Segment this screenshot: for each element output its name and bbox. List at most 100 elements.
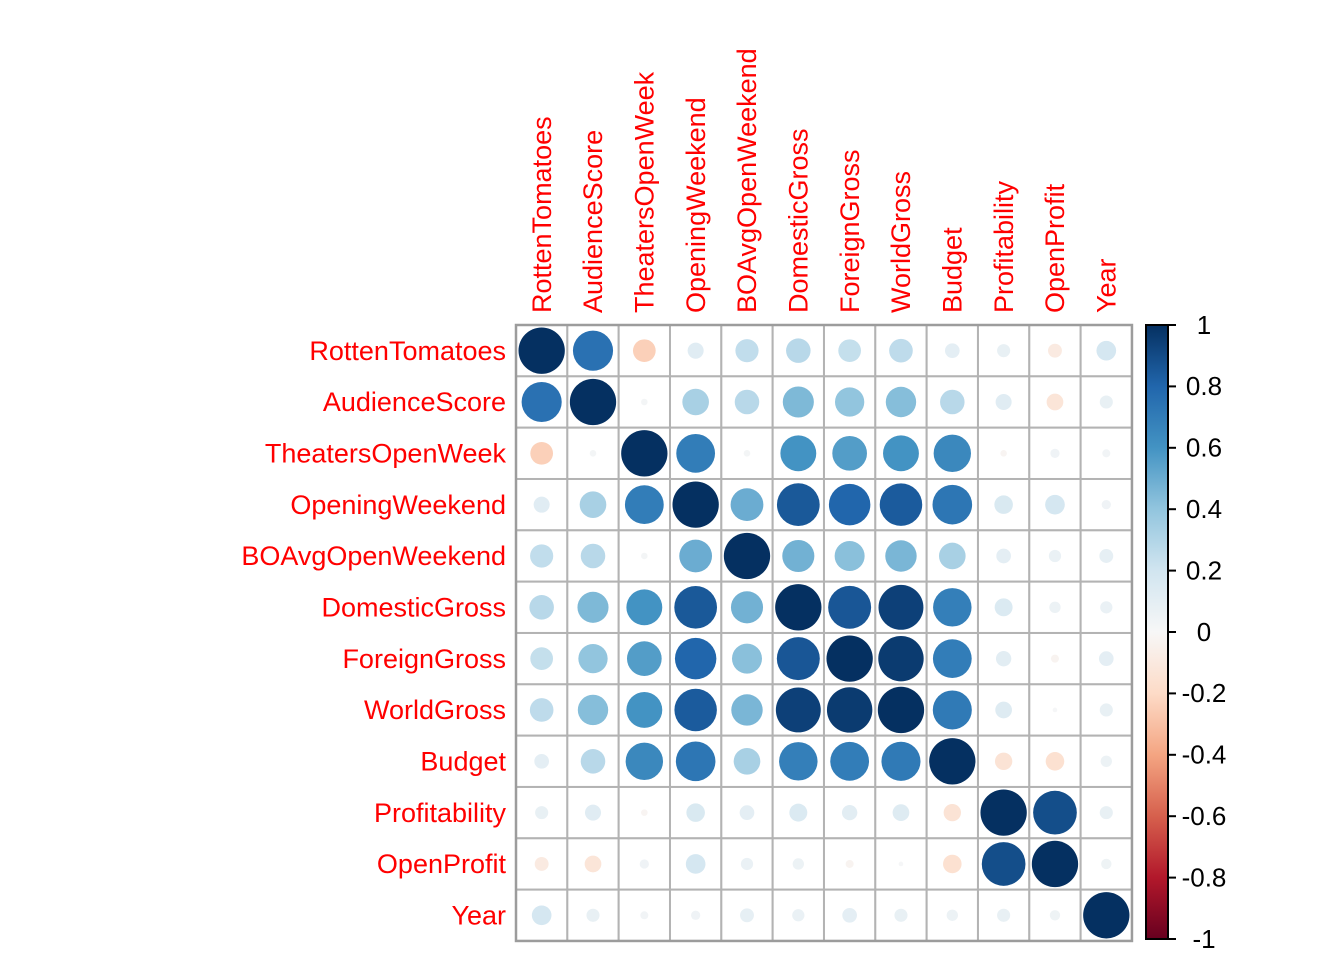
corr-circle (929, 738, 976, 785)
corr-circle (533, 496, 550, 513)
corr-circle (932, 690, 972, 730)
corr-circle (878, 584, 924, 630)
row-label-foreigngross: ForeignGross (342, 644, 506, 674)
col-label-boavgopenweekend: BOAvgOpenWeekend (732, 48, 762, 313)
corr-circle (1100, 755, 1112, 767)
corr-circle (625, 742, 664, 780)
corr-circle (674, 688, 717, 732)
col-label-domesticgross: DomesticGross (784, 128, 814, 313)
row-label-domesticgross: DomesticGross (321, 593, 506, 623)
corr-circle (994, 752, 1013, 770)
corr-circle (879, 483, 923, 526)
corr-circle (1098, 651, 1114, 666)
col-label-profitability: Profitability (989, 180, 1019, 313)
corr-circle (626, 589, 663, 626)
corr-circle (1099, 549, 1114, 563)
corr-circle (943, 803, 961, 822)
corr-circle (1048, 343, 1062, 358)
row-label-rottentomatoes: RottenTomatoes (309, 336, 506, 366)
corr-circle (826, 687, 873, 733)
corr-circle (529, 595, 554, 620)
corr-circle (1096, 340, 1117, 361)
colorbar-tick-label: 0.4 (1186, 494, 1222, 524)
row-label-openprofit: OpenProfit (377, 849, 507, 879)
corr-circle (584, 804, 602, 821)
corr-circle (1045, 752, 1065, 771)
corr-circle (734, 389, 760, 415)
corr-circle (639, 859, 649, 869)
corr-circle (682, 388, 709, 416)
colorbar-tick-label: -0.8 (1182, 862, 1227, 892)
corr-circle (740, 857, 754, 871)
corr-circle (730, 591, 764, 624)
row-labels: RottenTomatoesAudienceScoreTheatersOpenW… (241, 336, 506, 931)
corr-circle (830, 741, 870, 781)
corr-circle (641, 809, 648, 816)
corr-circle (577, 591, 609, 623)
colorbar-tick-label: -0.4 (1182, 740, 1227, 770)
row-label-openingweekend: OpeningWeekend (290, 490, 506, 520)
corr-circle (792, 858, 804, 870)
corr-circle (641, 398, 648, 406)
corr-circle (786, 338, 811, 363)
corr-circle (1049, 910, 1061, 921)
corr-circle (994, 598, 1013, 617)
corr-circle (739, 805, 755, 820)
corr-circle (997, 908, 1011, 922)
corr-circle (826, 635, 873, 682)
corr-circle (676, 433, 716, 473)
row-label-year: Year (451, 900, 506, 930)
corr-circle (589, 450, 597, 457)
corr-circle (1101, 500, 1111, 510)
matrix-cell (976, 375, 1031, 429)
corr-circle (679, 539, 713, 573)
corr-circle (731, 643, 762, 674)
corr-circle (580, 543, 606, 569)
corr-circle (530, 647, 554, 670)
corr-circle (518, 327, 565, 374)
corr-circle (782, 539, 815, 573)
corr-circle (842, 907, 857, 923)
corr-circle (572, 330, 614, 371)
corr-circle (1000, 450, 1007, 457)
corr-circle (577, 694, 609, 726)
corr-circle (529, 698, 554, 722)
corr-circle (838, 339, 861, 363)
corr-circle (1049, 601, 1061, 613)
corr-circle (626, 692, 663, 728)
corr-circle (944, 343, 960, 359)
corr-circle (881, 741, 921, 781)
corr-circle (995, 701, 1012, 719)
corr-circle (782, 386, 814, 418)
matrix-cell (874, 324, 928, 378)
corr-circle (775, 687, 821, 733)
corr-circle (776, 637, 820, 681)
corr-circle (832, 435, 867, 471)
col-label-foreigngross: ForeignGross (835, 149, 865, 313)
corr-circle (780, 435, 817, 472)
corr-circle (743, 450, 751, 457)
corr-circles (518, 327, 1130, 939)
corr-circle (535, 806, 549, 820)
corr-circle (1099, 395, 1113, 409)
corr-circle (877, 686, 925, 734)
corr-circle (674, 585, 718, 629)
corr-circle (1045, 494, 1065, 515)
corr-circle (1100, 601, 1113, 614)
corr-circle (789, 803, 808, 822)
corr-circle (730, 488, 764, 522)
corr-circle (946, 909, 958, 921)
row-label-budget: Budget (420, 746, 506, 776)
corr-circle (579, 491, 607, 518)
matrix-outer-border (514, 323, 1134, 943)
corr-circle (1050, 654, 1059, 663)
corr-circle (531, 905, 552, 926)
row-label-theatersopenweek: TheatersOpenWeek (265, 439, 507, 469)
matrix-cell (720, 631, 774, 686)
corr-circle (1083, 892, 1130, 939)
col-label-budget: Budget (937, 227, 967, 313)
corr-circle (723, 532, 771, 580)
